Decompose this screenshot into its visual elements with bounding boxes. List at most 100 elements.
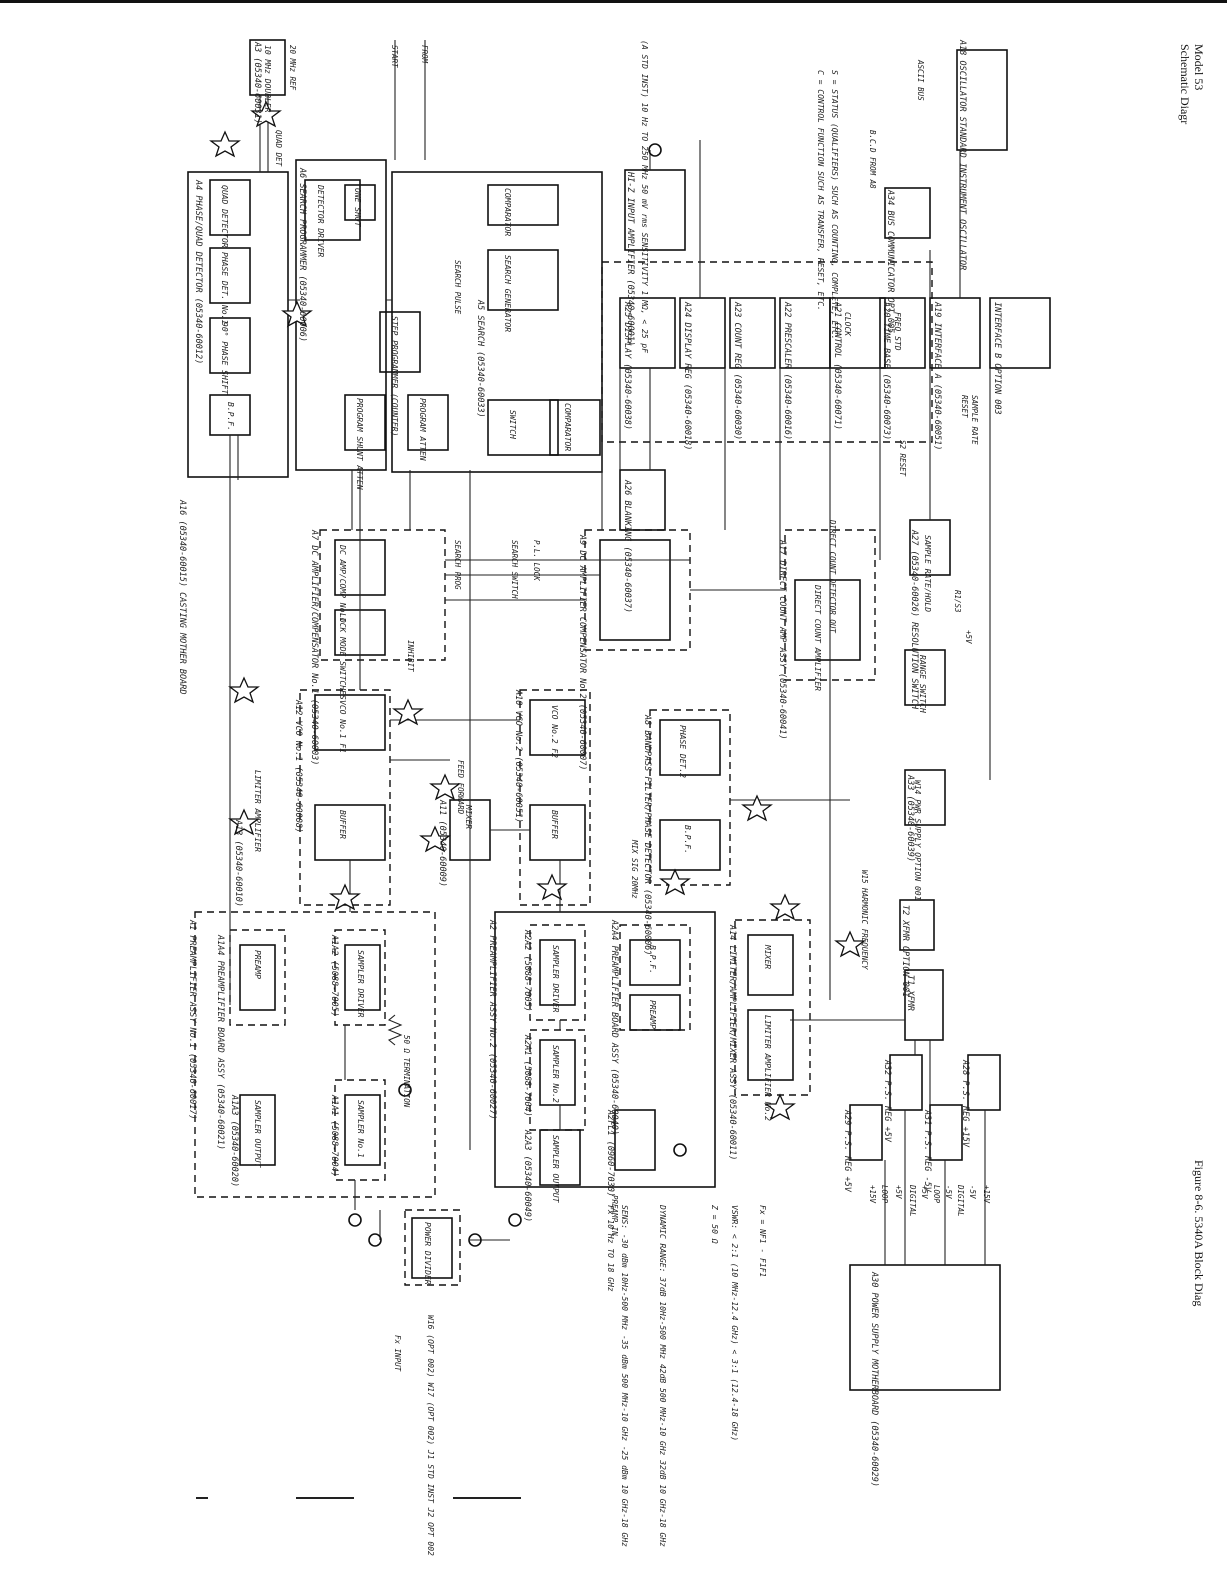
one-shot-block <box>344 184 376 221</box>
sample-rate-hold-label: SAMPLE RATE/HOLD <box>923 535 932 612</box>
test-point-11-icon <box>659 868 691 896</box>
test-point-6-icon <box>329 883 361 911</box>
mixer-label: MIXER <box>464 804 473 829</box>
test-point-3-icon <box>281 300 313 328</box>
a2a1-label: A2A1 (5088-7004) <box>522 1034 532 1117</box>
mix-sig-label: MIX SIG 20MHz <box>630 839 639 899</box>
a21-label: A21 CONTROL (05340-60071) <box>832 301 842 430</box>
a13-label: A13 (05340-60010) <box>233 819 243 907</box>
test-point-4-icon <box>228 676 260 704</box>
a28-label: A28 P.S. REG +15V <box>960 1059 970 1148</box>
a10-label: A10 VCO No.2 (05340-60051) <box>513 689 523 823</box>
sampler-driver2-label: SAMPLER DRIVER <box>551 945 560 1013</box>
pl-lock-label: P.L. LOCK <box>532 540 541 581</box>
bpf-label-a2: B.P.F. <box>648 945 657 974</box>
comparator-top-label: COMPARATOR <box>503 188 512 236</box>
test-point-10-icon <box>536 873 568 901</box>
a2fl1-label: A2FL1 (0960-7030) <box>605 1109 615 1197</box>
control-legend: C = CONTROL FUNCTION SUCH AS TRANSFER, R… <box>816 70 825 311</box>
footer-line-3 <box>453 1497 521 1499</box>
test-point-5-icon <box>228 808 260 836</box>
fx-range-note: Fx 10 Hz TO 18 GHz <box>606 1205 615 1292</box>
a16-label: A16 (05340-60015) CASTING MOTHER BOARD <box>177 499 187 694</box>
comparator-label: COMPARATOR <box>563 403 572 451</box>
termination-label: 50 Ω TERMINATION <box>402 1035 411 1108</box>
preamp1-label: PREAMP <box>253 950 262 979</box>
dynamic-range-note: DYNAMIC RANGE: 37dB 10Hz-500 MHz 42dB 50… <box>658 1204 667 1547</box>
fx-eq-note: Fx = NF1 - F1F1 <box>758 1205 767 1277</box>
rail-2: LOOP <box>880 1185 889 1204</box>
bpf-label-a4: B.P.F. <box>226 402 235 431</box>
a30-label: A30 POWER SUPPLY MOTHERBOARD (05340-6002… <box>869 1271 879 1487</box>
program-shunt-block <box>344 394 386 451</box>
a23-label: A23 COUNT REG (05340-60030) <box>732 301 742 440</box>
vco1-label: VCO No.1 F1 <box>338 700 347 753</box>
test-point-1-icon <box>209 130 241 158</box>
a5-label: A5 SEARCH (05340-60033) <box>475 299 485 418</box>
rail-10: +15V <box>982 1185 991 1204</box>
footer-line-2 <box>296 1497 354 1499</box>
freq-std-label: FREQ STD <box>893 312 902 351</box>
a17-label: A17 DIRECT COUNT AMP ASSY (05340-60041) <box>777 539 787 740</box>
a1a1-label: A1A1 (5088-7004) <box>329 1094 339 1177</box>
test-point-15-icon <box>764 1093 796 1121</box>
sens-note: SENS: -30 dBm 10Hz-500 MHz -35 dBm 500 M… <box>620 1205 629 1547</box>
w14-label: W14 PWR SUPPLY OPTION 001 <box>913 780 922 900</box>
range-switch-label: RANGE SWITCH <box>918 655 927 713</box>
rail-1: +15V <box>868 1185 877 1204</box>
a2-label: A2 PREAMPLIFIER ASSY No.2 (05340-60027) <box>487 919 497 1120</box>
a11-label: A11 (05340-60009) <box>437 799 447 887</box>
comparator-block-a5-top <box>487 184 559 226</box>
step-programmer-block <box>379 311 421 373</box>
a6-label: A6 SEARCH PROGRAMMER (05340-60006) <box>297 167 307 342</box>
inhibit-label: INHIBIT <box>406 640 415 672</box>
power-divider-label: POWER DIVIDER <box>423 1222 432 1285</box>
quad-det-label: QUAD DET <box>274 130 283 167</box>
status-legend: S = STATUS (QUALIFIERS) SUCH AS COUNTING… <box>830 70 839 340</box>
a34-label: A34 BUS COMMUNICATOR OPT 005 <box>885 189 895 333</box>
direct-count-out-label: DIRECT COUNT DETECTOR OUT <box>828 519 837 633</box>
a4-label: A4 PHASE/QUAD DETECTOR (05340-60012) <box>193 179 203 364</box>
switch-block <box>487 399 559 456</box>
hi-z-note: (A STD INST) 10 Hz TO 250 MHz 50 mV rms … <box>640 40 649 353</box>
dc-amp1-label: DC AMP/COMP No.1 <box>338 544 347 622</box>
hi-z-label: HI-Z INPUT AMPLIFIER (05340-60001) <box>625 171 635 346</box>
quad-detector-block <box>209 179 251 236</box>
rail-3: +5V <box>894 1185 903 1199</box>
a33-label: A33 (05340-60039) <box>905 774 915 862</box>
vco2-label: VCO No.2 F2 <box>550 705 559 758</box>
quad-detector-label: QUAD DETECTOR <box>220 185 229 248</box>
a3-label: A3 (05340-60031) <box>252 41 262 124</box>
start-label: START <box>390 45 399 68</box>
rail-9: -5V <box>968 1185 977 1199</box>
detector-driver-block <box>304 179 361 241</box>
a7-label: A7 DC AMPLIFIER/COMPENSATOR No.1 (05340-… <box>309 529 319 765</box>
a25-label: A25 DISPLAY (05340-60038) <box>622 301 632 430</box>
bcd-label: B.C.D FROM A8 <box>868 130 877 189</box>
search-gen-label: SEARCH GENERATOR <box>503 255 512 332</box>
rail-7: -5V <box>944 1185 953 1199</box>
a32-label: A32 P.S. REG +5V <box>882 1059 892 1143</box>
a19-label: A19 INTERFACE A (05340-60051) <box>932 301 942 450</box>
one-shot-label: ONE SHOT <box>353 188 362 228</box>
phase-det-label: PHASE DET. No.1 <box>220 252 229 324</box>
s2-reset-label: S2 RESET <box>898 440 907 477</box>
comparator-block-a5 <box>549 399 601 456</box>
fx-input-label: Fx INPUT <box>393 1335 402 1372</box>
a1a2-label: A1A2 (5088-7005) <box>329 934 339 1017</box>
t2-label: T2 XFMR OPTION 001 <box>900 905 910 997</box>
a14-label: A14 LIMITER/AMPLIFIER/MIXER ASSY (05340-… <box>727 924 737 1160</box>
buffer1-label: BUFFER <box>338 810 347 839</box>
a24-label: A24 DISPLAY REG (05340-60018) <box>682 301 692 450</box>
search-gen-block <box>487 249 559 311</box>
a1a3-label: A1A3 (05340-60020) <box>229 1094 239 1187</box>
rail-4: DIGITAL <box>908 1184 917 1217</box>
a31-label: A31 P.S. REG -5V <box>922 1109 932 1193</box>
lock-mode-label: LOCK MODE SWITCHES <box>338 613 347 700</box>
clock-label: CLOCK <box>843 312 852 337</box>
a29-label: A29 P.S. REG +5V <box>842 1109 852 1193</box>
limiter-amp-label: LIMITER AMPLIFIER <box>253 770 262 852</box>
test-point-13-icon <box>769 893 801 921</box>
switch-label: SWITCH <box>508 410 517 439</box>
